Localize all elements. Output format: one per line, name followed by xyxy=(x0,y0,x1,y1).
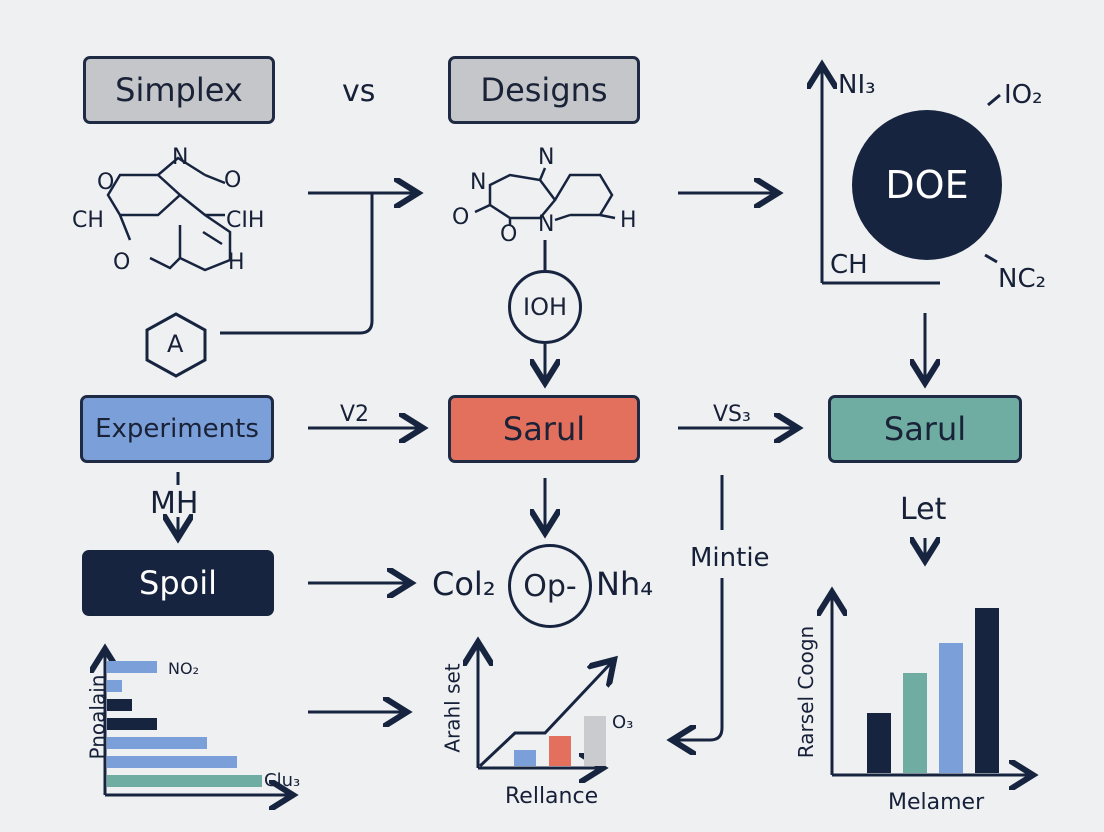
molecule-1 xyxy=(106,156,232,272)
nh4-label: Nh₄ xyxy=(596,565,654,603)
mol2-atom: N xyxy=(538,212,555,237)
spoil-box: Spoil xyxy=(82,550,274,616)
chart2-trend-line xyxy=(478,662,612,768)
chart2-annotation: O₃ xyxy=(612,712,634,733)
doe-ni3-label: NI₃ xyxy=(838,70,876,100)
chart1-bar xyxy=(107,718,157,730)
chart1-annotation: NO₂ xyxy=(168,659,199,678)
sarul-green-box: Sarul xyxy=(828,395,1022,463)
mol1-atom: O xyxy=(113,250,131,275)
vs3-label: VS₃ xyxy=(713,402,751,427)
let-label: Let xyxy=(900,492,947,527)
mol1-atom: CH xyxy=(72,208,104,233)
doe-io2-label: IO₂ xyxy=(1004,80,1043,110)
op-circle: Op- xyxy=(508,544,592,628)
chart3-xlabel: Melamer xyxy=(888,790,985,815)
chart2-xlabel: Rellance xyxy=(505,784,599,809)
simplex-box: Simplex xyxy=(83,56,275,124)
doe-ch-label: CH xyxy=(830,250,868,280)
chart1-bar xyxy=(107,737,207,749)
v2-label: V2 xyxy=(340,402,370,427)
chart3-bar xyxy=(903,673,927,773)
doe-circle: DOE xyxy=(852,110,1002,260)
mintie-label: Mintie xyxy=(690,543,770,573)
molecule-2 xyxy=(474,167,616,226)
chart3-ylabel: Rarsel Coogn xyxy=(794,625,819,759)
mh-label: MH xyxy=(150,486,199,521)
mol2-atom: H xyxy=(620,208,637,233)
chart2-bar xyxy=(584,716,606,766)
mol2-atom: N xyxy=(470,170,487,195)
sarul-red-box: Sarul xyxy=(448,395,640,463)
arrow-hexagon-to-mol2 xyxy=(220,193,374,335)
mol1-atom: H xyxy=(228,250,245,275)
hexagon-label: A xyxy=(167,330,184,358)
mol2-atom: O xyxy=(500,222,518,247)
mol1-atom: O xyxy=(224,168,242,193)
chart1-bar xyxy=(107,680,122,692)
ioh-circle: IOH xyxy=(508,270,582,344)
mol2-atom: O xyxy=(452,205,470,230)
chart1-bar xyxy=(107,661,157,673)
experiments-box: Experiments xyxy=(80,395,274,463)
col2-label: Col₂ xyxy=(432,565,496,603)
doe-nc2-label: NC₂ xyxy=(998,264,1047,294)
mol1-atom: N xyxy=(172,145,189,170)
chart1-annotation: Clu₃ xyxy=(264,770,301,791)
chart3-bar xyxy=(867,713,891,773)
chart2-ylabel: Arahl set xyxy=(440,663,465,753)
chart2-bar xyxy=(549,736,571,766)
chart2-bar xyxy=(514,750,536,766)
mol2-atom: N xyxy=(538,145,555,170)
hexagon-shape xyxy=(145,312,207,378)
vs-label: vs xyxy=(342,74,376,109)
mol1-atom: CIH xyxy=(226,208,265,233)
chart1-ylabel: Pnoalain xyxy=(85,674,110,760)
designs-box: Designs xyxy=(448,56,640,124)
chart3-bar xyxy=(939,643,963,773)
chart1-bar xyxy=(107,699,132,711)
chart3-bar xyxy=(975,608,999,773)
mol1-atom: O xyxy=(97,170,115,195)
chart1-bar xyxy=(107,775,262,787)
chart1-bar xyxy=(107,756,237,768)
doe-axes xyxy=(822,68,1001,285)
